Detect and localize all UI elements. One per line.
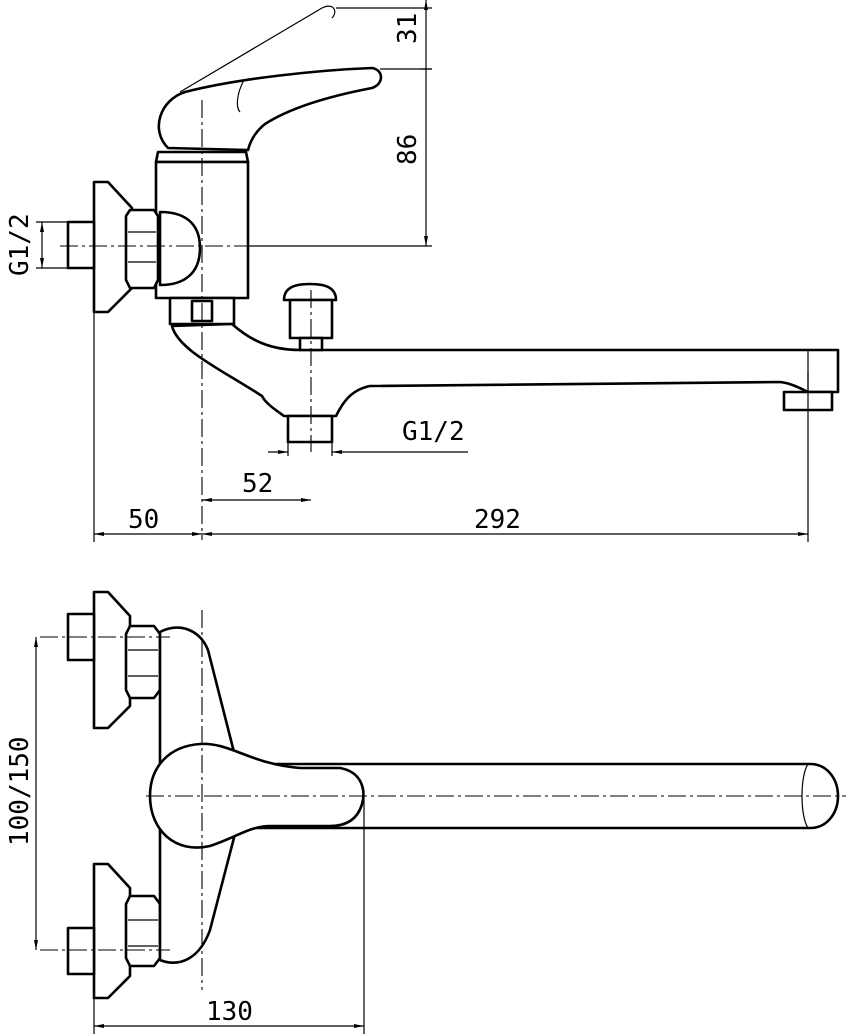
spout — [170, 322, 840, 418]
plan-depth-label: 130 — [206, 997, 253, 1027]
diverter-knob — [282, 282, 338, 352]
height-dimensions — [248, 0, 432, 247]
inlet-thread-dimension — [36, 221, 70, 269]
spout-reach-label: 292 — [474, 505, 521, 535]
upper-inlet — [66, 590, 162, 730]
diverter-offset-label: 52 — [242, 469, 273, 499]
lower-inlet — [66, 862, 162, 1000]
plan-depth-dimension — [93, 796, 365, 1034]
outlet-thread-dimension — [268, 442, 468, 456]
lever-lift-label: 31 — [393, 13, 423, 44]
inlet-spacing-label: 100/150 — [5, 736, 35, 846]
lever-handle — [157, 5, 383, 152]
outlet-connector — [286, 414, 334, 444]
body-height-label: 86 — [393, 134, 423, 165]
inlet-thread-label: G1/2 — [5, 213, 35, 276]
outlet-thread-label: G1/2 — [402, 417, 465, 447]
wall-flange — [66, 180, 160, 314]
plan-view: 100/150 130 — [5, 590, 846, 1034]
side-view: 31 86 G1/2 G1/2 52 50 292 — [5, 0, 840, 542]
body-bulge — [158, 210, 202, 287]
wall-offset-label: 50 — [128, 505, 159, 535]
reach-dimensions — [93, 312, 809, 542]
